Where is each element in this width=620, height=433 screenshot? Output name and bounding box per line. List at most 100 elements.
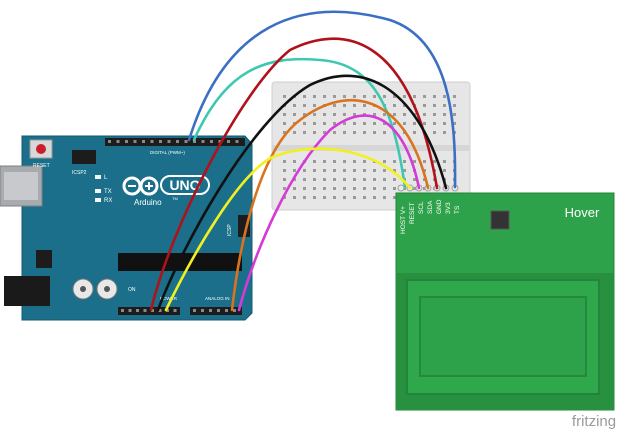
breadboard-hole	[283, 113, 286, 116]
breadboard-hole	[343, 122, 346, 125]
breadboard-hole	[433, 160, 436, 163]
breadboard-hole	[303, 196, 306, 199]
led-tx-label: TX	[104, 189, 112, 195]
breadboard-hole	[423, 187, 426, 190]
hover-touch-pad	[419, 296, 587, 377]
pin-label-ts: TS	[454, 205, 461, 214]
breadboard-hole	[283, 95, 286, 98]
breadboard-hole	[283, 131, 286, 134]
breadboard-hole	[373, 169, 376, 172]
breadboard-hole	[363, 178, 366, 181]
led-l-label: L	[104, 175, 108, 181]
breadboard-hole	[403, 169, 406, 172]
breadboard-hole	[343, 196, 346, 199]
breadboard-hole	[373, 95, 376, 98]
breadboard-hole	[353, 95, 356, 98]
pin-label-reset: RESET	[409, 202, 416, 224]
breadboard-hole	[383, 122, 386, 125]
power-header-label: POWER	[160, 296, 178, 301]
breadboard-hole	[363, 131, 366, 134]
reset-button-cap[interactable]	[36, 144, 46, 154]
header-pin	[227, 140, 230, 143]
yellow-wire	[164, 147, 412, 312]
breadboard-hole	[393, 160, 396, 163]
breadboard-hole	[313, 160, 316, 163]
breadboard-hole	[283, 122, 286, 125]
breadboard-hole	[423, 122, 426, 125]
breadboard-hole	[313, 113, 316, 116]
header-pin	[133, 140, 137, 143]
breadboard-hole	[443, 113, 446, 116]
breadboard-hole	[403, 113, 406, 116]
breadboard-hole	[323, 169, 326, 172]
header-pin	[159, 140, 162, 143]
breadboard-hole	[313, 131, 316, 134]
pin-label-host-v: HOST V+	[400, 206, 407, 234]
dc-power-jack	[4, 276, 50, 306]
uno-label: UNO	[169, 177, 200, 193]
usb-connector-inner	[4, 172, 38, 200]
breadboard-hole	[303, 113, 306, 116]
led-rx	[95, 198, 101, 202]
breadboard-hole	[333, 95, 336, 98]
red-wire	[149, 37, 439, 312]
header-pin	[151, 309, 154, 312]
breadboard-hole	[393, 178, 396, 181]
breadboard-hole	[323, 187, 326, 190]
breadboard-hole	[343, 178, 346, 181]
header-pin	[225, 309, 228, 312]
breadboard-hole	[323, 122, 326, 125]
header-pin	[173, 309, 177, 312]
arduino-pcb	[21, 135, 253, 321]
breadboard-hole	[303, 131, 306, 134]
breadboard-hole	[453, 104, 456, 107]
hover-title: Hover	[565, 205, 600, 220]
header-pin	[108, 140, 111, 143]
breadboard-hole	[333, 122, 336, 125]
breadboard-hole	[333, 196, 336, 199]
breadboard-hole	[433, 95, 436, 98]
breadboard-hole	[323, 95, 326, 98]
breadboard-hole	[373, 131, 376, 134]
breadboard-hole	[403, 122, 406, 125]
bottom-header-pins	[121, 309, 236, 312]
power-header	[118, 307, 180, 315]
breadboard-hole	[343, 160, 346, 163]
breadboard-hole	[303, 178, 306, 181]
digital-header-label: DIGITAL (PWM~)	[150, 150, 185, 155]
breadboard-hole	[323, 160, 326, 163]
breadboard-hole	[413, 187, 416, 190]
header-pin	[150, 140, 154, 143]
header-pin	[218, 140, 222, 143]
header-pin	[184, 140, 188, 143]
header-pin	[167, 140, 171, 143]
breadboard-hole	[383, 178, 386, 181]
breadboard-hole	[343, 169, 346, 172]
breadboard-hole	[373, 122, 376, 125]
breadboard-hole	[353, 131, 356, 134]
breadboard-hole	[453, 113, 456, 116]
pin-label-gnd: GND	[436, 199, 443, 214]
breadboard-hole	[383, 187, 386, 190]
breadboard-hole	[313, 196, 316, 199]
header-pin	[209, 309, 212, 312]
analog-header	[190, 307, 242, 315]
uno-badge	[160, 175, 210, 195]
breadboard-hole	[363, 196, 366, 199]
breadboard-hole	[423, 95, 426, 98]
breadboard-hole	[363, 122, 366, 125]
breadboard-hole	[303, 122, 306, 125]
breadboard-hole	[383, 196, 386, 199]
breadboard-hole	[333, 113, 336, 116]
breadboard-hole	[403, 95, 406, 98]
breadboard-hole	[323, 196, 326, 199]
breadboard-hole	[383, 169, 386, 172]
breadboard-hole	[283, 178, 286, 181]
breadboard-hole	[373, 196, 376, 199]
breadboard-hole	[393, 187, 396, 190]
breadboard-hole	[333, 131, 336, 134]
led-l	[95, 175, 101, 179]
breadboard-hole	[443, 160, 446, 163]
hover-pin-pad	[397, 184, 405, 192]
